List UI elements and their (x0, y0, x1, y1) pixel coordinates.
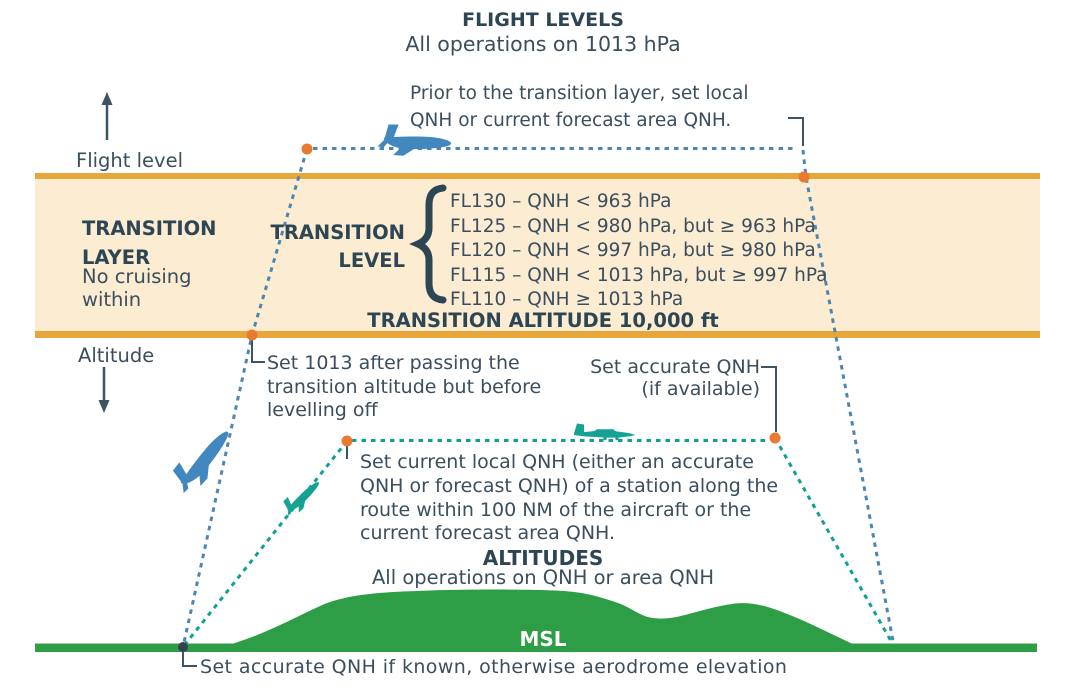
transition-altitude-label: TRANSITION ALTITUDE 10,000 ft (367, 309, 719, 332)
up-arrow-icon (101, 92, 113, 140)
altitudes-title: ALTITUDES (482, 546, 604, 570)
down-arrow-icon (98, 367, 110, 413)
ground-dot (178, 642, 188, 652)
altitudes-subtitle: All operations on QNH or area QNH (371, 566, 715, 589)
msl-label: MSL (519, 627, 567, 651)
note-prior-transition: Prior to the transition layer, set local… (410, 83, 749, 131)
transition-level-item: FL125 – QNH < 980 hPa, but ≥ 963 hPa (450, 215, 816, 237)
transition-level-item: FL130 – QNH < 963 hPa (450, 191, 672, 212)
transition-layer-title: TRANSITION LAYER (82, 217, 217, 269)
altitude-label: Altitude (78, 344, 155, 367)
transition-level-item: FL115 – QNH < 1013 hPa, but ≥ 997 hPa (450, 264, 828, 286)
transition-level-item: FL110 – QNH ≥ 1013 hPa (450, 289, 684, 311)
small-airplane-climbing-icon (283, 482, 320, 516)
note-set-current-qnh: Set current local QNH (either an accurat… (360, 451, 779, 545)
note-ground-qnh: Set accurate QNH if known, otherwise aer… (200, 656, 788, 678)
flight-level-label: Flight level (76, 149, 184, 172)
transition-level-item: FL120 – QNH < 997 hPa, but ≥ 980 hPa (450, 240, 816, 262)
jet-airplane-icon (377, 124, 452, 156)
transition-level-list: FL130 – QNH < 963 hPa FL125 – QNH < 980 … (450, 190, 828, 313)
brace-icon (409, 184, 447, 304)
transition-level-label: TRANSITION LEVEL (270, 221, 405, 272)
flight-path-qnh (181, 437, 893, 648)
note-set-1013: Set 1013 after passing the transition al… (267, 352, 542, 421)
transition-band (35, 173, 1040, 338)
small-airplane-level-icon (574, 423, 635, 441)
climbing-airplane-icon (172, 431, 229, 494)
flight-levels-title: FLIGHT LEVELS (462, 9, 624, 31)
terrain (35, 589, 1037, 652)
transition-layer-subtitle: No cruising within (82, 265, 192, 311)
note-set-accurate-qnh: Set accurate QNH (if available) (590, 356, 760, 400)
waypoint-dots (246, 143, 810, 447)
flight-levels-subtitle: All operations on 1013 hPa (405, 32, 681, 56)
connector-lines (182, 117, 804, 667)
